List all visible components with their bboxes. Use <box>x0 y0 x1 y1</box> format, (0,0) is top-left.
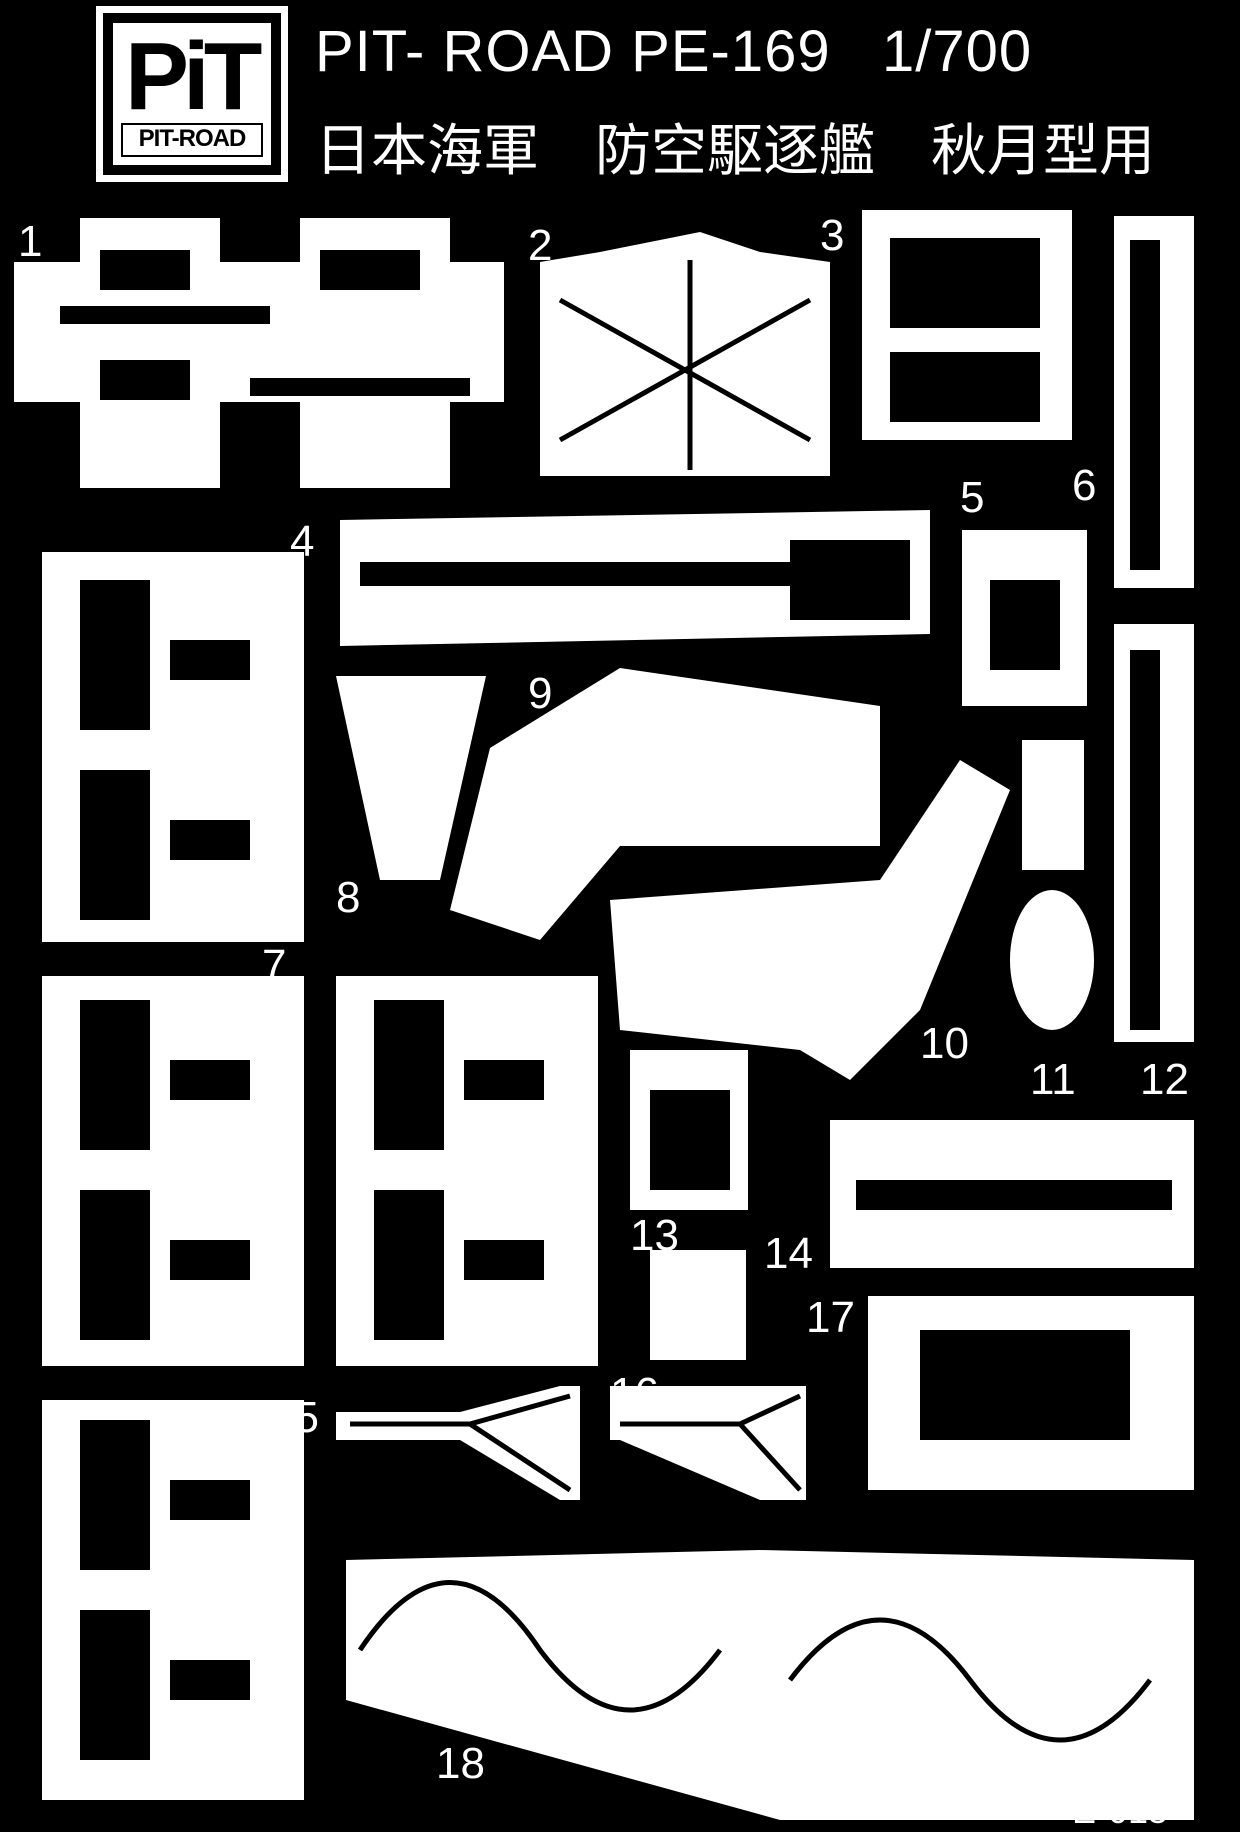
part-label: 12 <box>1140 1055 1189 1104</box>
part-label: 1 <box>18 217 43 266</box>
part-label: 8 <box>336 873 361 922</box>
sheet-code: E-015 <box>1072 1790 1169 1831</box>
part-label: 5 <box>960 473 985 522</box>
part-label: 13 <box>630 1211 679 1260</box>
part-7-railings-left <box>42 552 304 1800</box>
part-label: 6 <box>1072 461 1097 510</box>
part-label: 18 <box>436 1739 485 1788</box>
part-8-crane-hook <box>336 676 486 880</box>
logo-plate: PiT PIT-ROAD <box>113 23 271 165</box>
part-label: 17 <box>806 1293 855 1342</box>
part-2-platform <box>540 232 830 476</box>
pit-road-logo: PiT PIT-ROAD <box>96 6 288 182</box>
part-13b-figures <box>650 1250 746 1360</box>
logo-mark: PiT <box>125 23 262 130</box>
part-label: 3 <box>820 211 845 260</box>
part-11-upright <box>1022 740 1084 870</box>
part-18-railings <box>346 1550 1194 1820</box>
part-label: 9 <box>528 669 553 718</box>
logo-text: PIT-ROAD <box>121 123 263 157</box>
part-label: 10 <box>920 1019 969 1068</box>
part-label: 4 <box>290 517 315 566</box>
part-label: 14 <box>764 1229 813 1278</box>
part-label: 7 <box>262 941 287 990</box>
part-label: 16 <box>610 1369 659 1418</box>
part-1-ladder-frame <box>14 218 504 488</box>
product-subtitle: 日本海軍 防空駆逐艦 秋月型用 <box>315 119 1155 184</box>
product-title: PIT- ROAD PE-169 1/700 <box>315 19 1033 84</box>
part-label: 11 <box>1030 1055 1076 1104</box>
part-9-mast <box>450 668 880 940</box>
part-15-wires <box>336 1386 580 1500</box>
part-11-disc <box>1010 890 1094 1030</box>
part-label: 2 <box>528 221 553 270</box>
part-10-mast <box>610 760 1010 1080</box>
part-label: 15 <box>270 1393 319 1442</box>
